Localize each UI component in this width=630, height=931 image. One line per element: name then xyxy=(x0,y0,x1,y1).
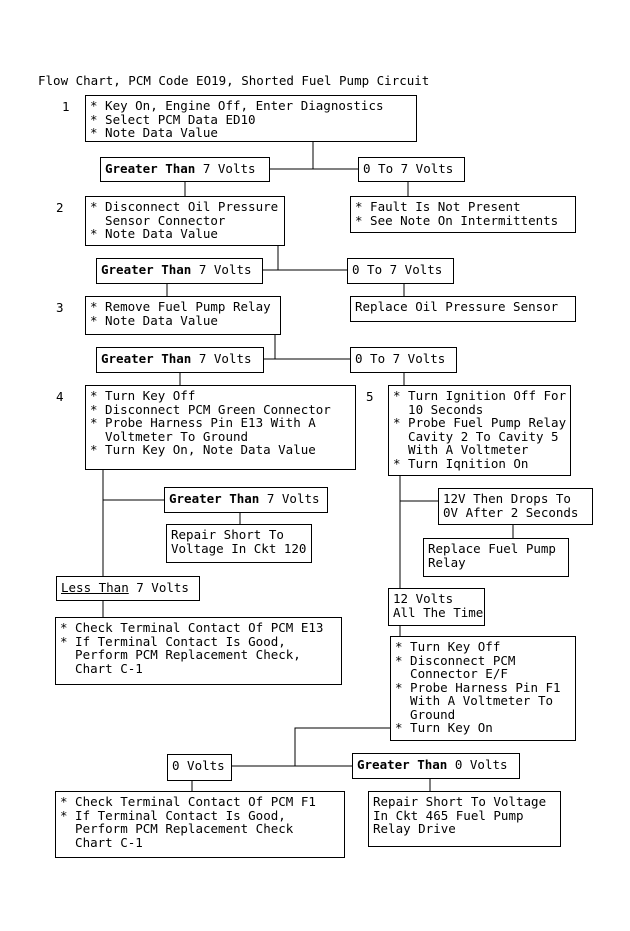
chart-title: Flow Chart, PCM Code EO19, Shorted Fuel … xyxy=(38,73,430,88)
decision-bold-text: Greater Than xyxy=(101,262,192,277)
step-number-4: 4 xyxy=(56,389,64,404)
step-1-box: * Key On, Engine Off, Enter Diagnostics … xyxy=(85,95,417,142)
decision-rest-text: 7 Volts xyxy=(191,262,252,277)
decision-greater-than-0v: Greater Than 0 Volts xyxy=(352,753,520,779)
step-number-2: 2 xyxy=(56,200,64,215)
replace-oil-pressure-sensor-box: Replace Oil Pressure Sensor xyxy=(350,296,576,322)
decision-0-volts: 0 Volts xyxy=(167,754,232,781)
check-terminal-pcm-e13-box: * Check Terminal Contact Of PCM E13 * If… xyxy=(55,617,342,685)
step-4-box: * Turn Key Off * Disconnect PCM Green Co… xyxy=(85,385,356,470)
decision-less-than-7v: Less Than 7 Volts xyxy=(56,576,200,601)
12v-then-drops-box: 12V Then Drops To 0V After 2 Seconds xyxy=(438,488,593,525)
decision-rest-text: 7 Volts xyxy=(259,491,320,506)
replace-fuel-pump-relay-box: Replace Fuel Pump Relay xyxy=(423,538,569,577)
step-number-1: 1 xyxy=(62,99,70,114)
decision-bold-text: Greater Than xyxy=(169,491,260,506)
fault-not-present-box: * Fault Is Not Present * See Note On Int… xyxy=(350,196,576,233)
decision-0-to-7v-2: 0 To 7 Volts xyxy=(347,258,454,284)
step-number-5: 5 xyxy=(366,389,374,404)
decision-bold-text: Greater Than xyxy=(357,757,448,772)
decision-rest-text: 7 Volts xyxy=(128,580,189,595)
decision-greater-than-7v-2: Greater Than 7 Volts xyxy=(96,258,263,284)
check-terminal-pcm-f1-box: * Check Terminal Contact Of PCM F1 * If … xyxy=(55,791,345,858)
decision-rest-text: 7 Volts xyxy=(191,351,252,366)
decision-0-to-7v-1: 0 To 7 Volts xyxy=(358,157,465,182)
decision-greater-than-7v-1: Greater Than 7 Volts xyxy=(100,157,270,182)
decision-rest-text: 7 Volts xyxy=(195,161,256,176)
step-5-box: * Turn Ignition Off For 10 Seconds * Pro… xyxy=(388,385,571,476)
decision-greater-than-7v-4: Greater Than 7 Volts xyxy=(164,487,328,513)
12-volts-all-time-box: 12 Volts All The Time xyxy=(388,588,485,626)
decision-rest-text: 0 Volts xyxy=(447,757,508,772)
repair-short-ckt120-box: Repair Short To Voltage In Ckt 120 xyxy=(166,524,312,563)
repair-short-ckt465-box: Repair Short To Voltage In Ckt 465 Fuel … xyxy=(368,791,561,847)
decision-bold-text: Greater Than xyxy=(105,161,196,176)
step-3-box: * Remove Fuel Pump Relay * Note Data Val… xyxy=(85,296,281,335)
step-number-3: 3 xyxy=(56,300,64,315)
decision-bold-text: Greater Than xyxy=(101,351,192,366)
decision-underline-text: Less Than xyxy=(61,580,129,595)
decision-0-to-7v-3: 0 To 7 Volts xyxy=(350,347,457,373)
step-2-box: * Disconnect Oil Pressure Sensor Connect… xyxy=(85,196,285,246)
step-6-box: * Turn Key Off * Disconnect PCM Connecto… xyxy=(390,636,576,741)
decision-greater-than-7v-3: Greater Than 7 Volts xyxy=(96,347,264,373)
